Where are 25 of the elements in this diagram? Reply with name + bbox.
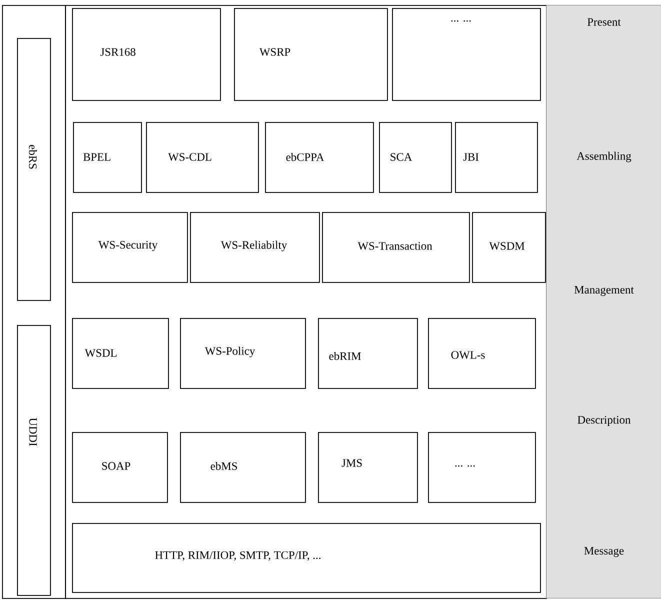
standard-box: HTTP, RIM/IIOP, SMTP, TCP/IP, ... bbox=[72, 523, 541, 593]
standard-box: JSR168 bbox=[72, 8, 221, 101]
standard-box: WS-Reliabilty bbox=[190, 212, 320, 283]
frame-box bbox=[2, 5, 66, 599]
standard-box: ... ... bbox=[428, 432, 536, 503]
standard-box: WSDL bbox=[72, 318, 169, 389]
standard-box: WSRP bbox=[234, 8, 388, 101]
standard-box: ... ... bbox=[392, 8, 541, 101]
standard-box: SCA bbox=[379, 122, 452, 193]
standard-box: SOAP bbox=[72, 432, 168, 503]
standard-box: WS-Policy bbox=[180, 318, 306, 389]
layer-band: Present Assembling Management Description Message bbox=[546, 5, 661, 598]
standard-box: ebRIM bbox=[318, 318, 418, 389]
standard-box: BPEL bbox=[73, 122, 142, 193]
standard-box: ebMS bbox=[180, 432, 306, 503]
standard-box: WS-CDL bbox=[146, 122, 259, 193]
standard-box: ebCPPA bbox=[265, 122, 374, 193]
vertical-box: ebRS bbox=[17, 38, 51, 301]
standard-box: JMS bbox=[318, 432, 418, 503]
standard-box: WSDM bbox=[472, 212, 546, 283]
standard-box: OWL-s bbox=[428, 318, 536, 389]
standard-box: JBI bbox=[455, 122, 538, 193]
standard-box: WS-Transaction bbox=[322, 212, 470, 283]
standard-box: WS-Security bbox=[72, 212, 188, 283]
vertical-box: UDDI bbox=[17, 325, 51, 596]
